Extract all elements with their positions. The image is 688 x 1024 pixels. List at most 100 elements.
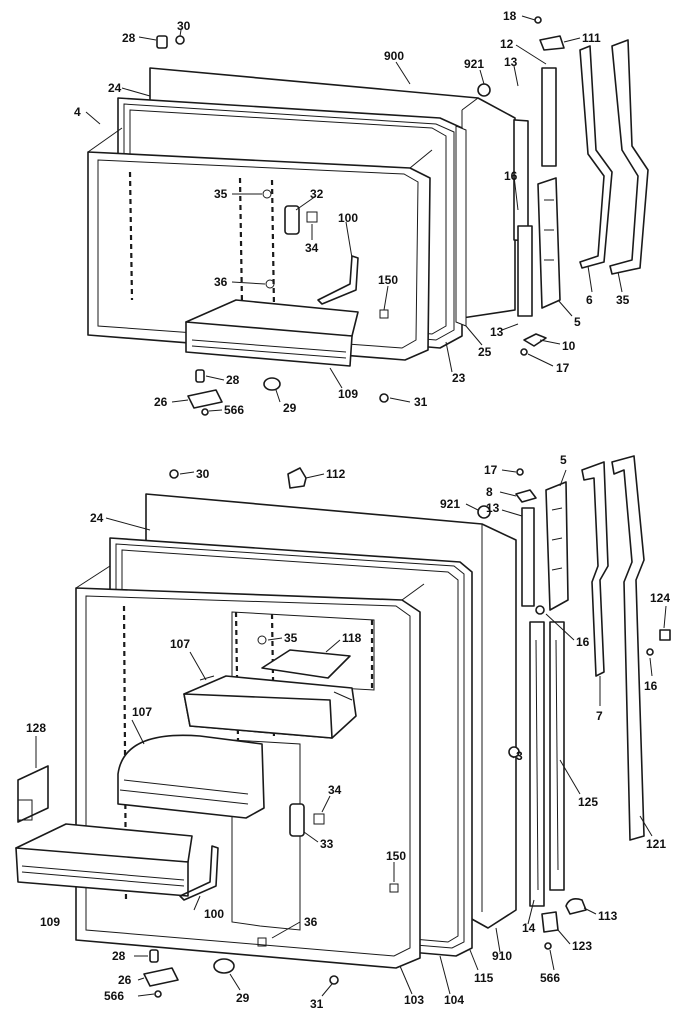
label-115: 115 [474,971,494,985]
dairy-cover-107-lower [117,734,265,819]
label-921: 921 [440,497,460,511]
shelf-retainer-100-lower [179,845,219,901]
freezer-leader-lines [85,15,623,412]
label-107b: 107 [132,705,152,719]
spacer-3 [508,746,520,758]
shelf-end-128 [17,765,49,823]
label-23: 23 [452,371,466,385]
freezer-door-bin-109 [185,299,359,367]
label-113: 113 [598,909,618,923]
label-28b: 28 [226,373,240,387]
handle-trim-35 [609,39,649,275]
bracket-33 [289,803,305,837]
screw-30 [175,35,185,45]
label-125: 125 [578,795,598,809]
screw-566-right [544,942,552,950]
mullion-strip-13 [521,507,535,607]
freezer-part-labels: 28 30 900 921 18 12 111 24 4 13 35 32 34… [74,9,630,417]
hinge-plate-26-lower [143,967,179,987]
handle-bracket-5-lower [545,481,569,611]
label-10: 10 [562,339,576,353]
freezer-door-assembly: 28 30 900 921 18 12 111 24 4 13 35 32 34… [74,9,649,417]
label-33: 33 [320,837,334,851]
bushing-29-lower [213,958,235,974]
label-35: 35 [284,631,298,645]
label-35b: 35 [616,293,630,307]
fresh-food-door-bin-109 [15,823,193,897]
fresh-food-leader-lines [35,469,667,997]
label-31: 31 [310,997,324,1011]
fresh-food-part-labels: 30 112 17 5 8 921 13 24 16 124 35 118 10… [26,453,670,1011]
label-100: 100 [338,211,358,225]
label-26: 26 [154,395,168,409]
label-28: 28 [112,949,126,963]
label-13a: 13 [504,55,518,69]
label-24: 24 [90,511,104,525]
label-30: 30 [196,467,210,481]
label-8: 8 [486,485,493,499]
label-921: 921 [464,57,484,71]
label-150: 150 [386,849,406,863]
shelf-retainer-100 [317,255,359,305]
label-121: 121 [646,837,666,851]
label-3: 3 [516,749,523,763]
screw-28 [156,35,168,49]
handle-trim-7 [581,461,609,677]
label-36: 36 [214,275,228,289]
label-25: 25 [478,345,492,359]
label-910: 910 [492,949,512,963]
label-31: 31 [414,395,428,409]
label-5: 5 [560,453,567,467]
door-stop-113 [565,898,587,915]
screw-30-lower [169,469,179,479]
screw-16a [535,605,545,615]
label-30: 30 [177,19,191,33]
door-shelf-107-upper [183,675,357,739]
plug-921 [477,83,491,97]
label-16b: 16 [644,679,658,693]
hinge-pin-28b [195,369,205,383]
label-18: 18 [503,9,517,23]
label-32: 32 [310,187,324,201]
hinge-pin-28-lower [149,949,159,963]
handle-trim-6 [579,45,613,269]
label-112: 112 [326,467,346,481]
top-hinge-12 [541,67,557,167]
bracket-123 [541,911,559,933]
label-128: 128 [26,721,46,735]
hinge-plate-10 [523,333,547,347]
label-7: 7 [596,709,603,723]
label-103: 103 [404,993,424,1007]
label-124: 124 [650,591,670,605]
label-900: 900 [384,49,404,63]
label-34: 34 [305,241,319,255]
bushing-29 [263,377,281,391]
screw-17-lower [516,468,524,476]
screw-566 [201,408,209,416]
screw-17 [520,348,528,356]
label-13: 13 [486,501,500,515]
label-36: 36 [304,915,318,929]
label-29: 29 [283,401,297,415]
screw-31 [379,393,389,403]
label-34: 34 [328,783,342,797]
hinge-cover-112 [287,467,307,489]
screw-31-lower [329,975,339,985]
label-123: 123 [572,939,592,953]
label-13b: 13 [490,325,504,339]
screw-566-left [154,990,162,998]
plug-921-lower [477,505,491,519]
label-118: 118 [342,631,362,645]
label-566b: 566 [540,971,560,985]
label-28: 28 [122,31,136,45]
plug-124 [659,629,671,641]
label-26: 26 [118,973,132,987]
handle-bracket-5 [537,177,561,309]
label-109: 109 [338,387,358,401]
label-109: 109 [40,915,60,929]
label-24: 24 [108,81,122,95]
label-6: 6 [586,293,593,307]
hinge-plate-26 [187,389,223,409]
small-shelf-118 [261,649,351,679]
label-16: 16 [504,169,518,183]
